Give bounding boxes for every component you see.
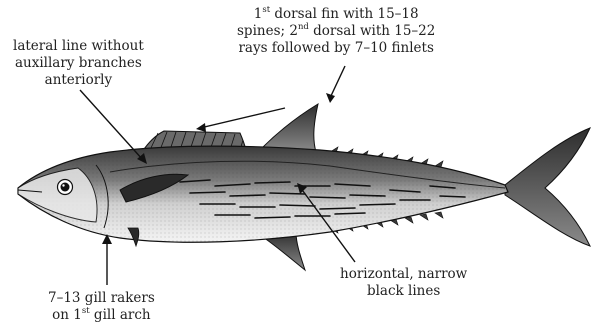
gill-rakers-label: 7–13 gill rakers on 1st gill arch xyxy=(48,290,155,324)
lines-label-line1: horizontal, narrow xyxy=(340,266,467,283)
dorsal-label-line2-pre: spines; 2 xyxy=(237,23,298,39)
dorsal-label-line1-post: dorsal fin with 15–18 xyxy=(270,6,418,22)
gill-label-line1: 7–13 gill rakers xyxy=(48,290,155,307)
black-lines-label: horizontal, narrow black lines xyxy=(340,266,467,300)
gill-label-line2-post: gill arch xyxy=(90,307,151,323)
dorsal-label-line2-sup: nd xyxy=(298,22,309,32)
gill-label-line2-pre: on 1 xyxy=(52,307,82,323)
lateral-label-line1: lateral line without xyxy=(13,38,144,55)
caudal-fin xyxy=(505,128,590,246)
dorsal-fin-label: 1st dorsal fin with 15–18 spines; 2nd do… xyxy=(237,6,435,57)
lateral-line-label: lateral line without auxillary branches … xyxy=(13,38,144,89)
lateral-label-line3: anteriorly xyxy=(13,72,144,89)
lines-label-line2: black lines xyxy=(340,283,467,300)
dorsal-label-line2-post: dorsal with 15–22 xyxy=(309,23,436,39)
lateral-label-line2: auxillary branches xyxy=(13,55,144,72)
gill-label-line2-sup: st xyxy=(82,306,90,316)
dorsal-label-line1-sup: st xyxy=(262,5,270,15)
dorsal-label-line3: rays followed by 7–10 finlets xyxy=(237,40,435,57)
